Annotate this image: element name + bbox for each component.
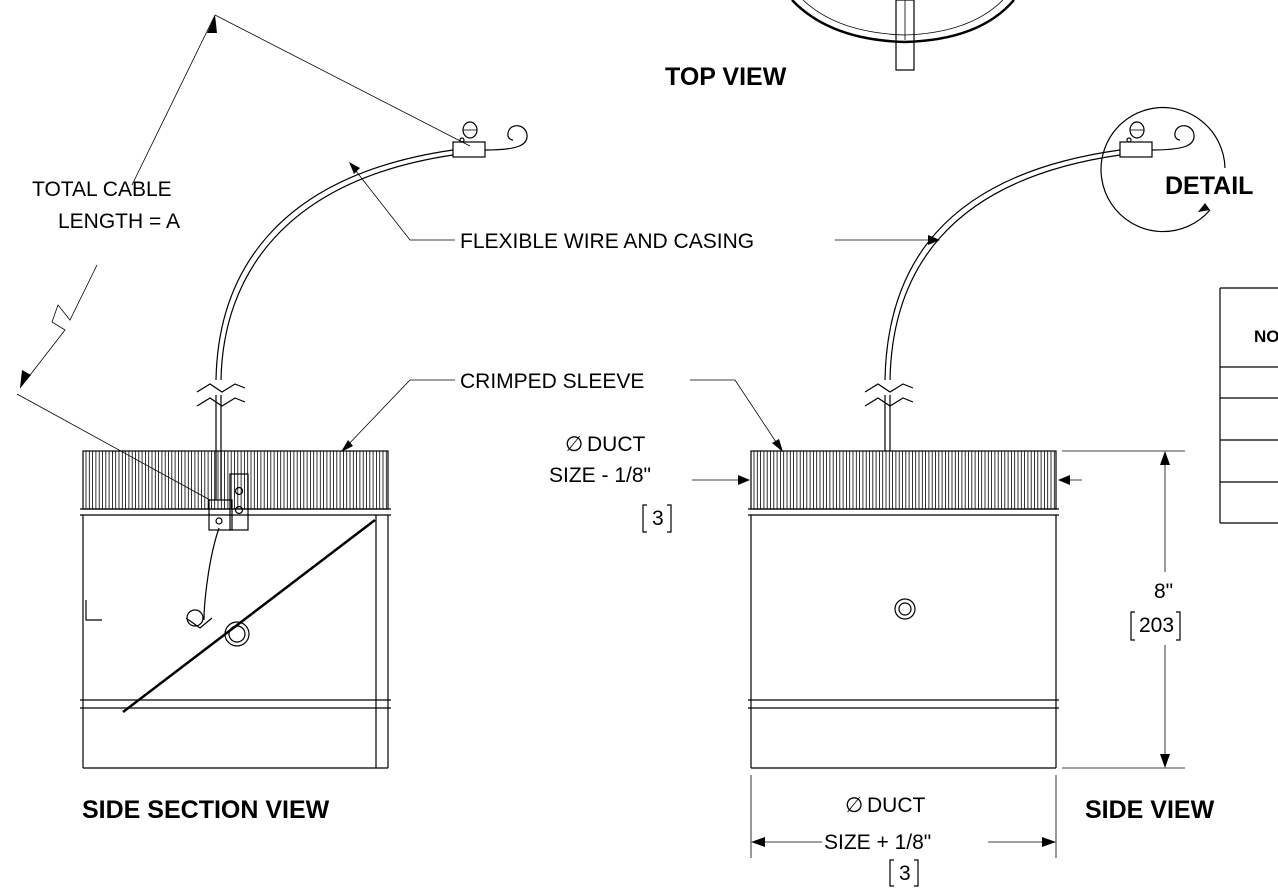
crimped-sleeve-label: CRIMPED SLEEVE xyxy=(460,370,644,393)
side-section-view-drawing xyxy=(16,14,528,769)
width-diameter-metric: 3 xyxy=(899,862,911,885)
sleeve-diameter-metric: 3 xyxy=(652,507,664,530)
total-cable-label-line1: TOTAL CABLE xyxy=(32,178,172,201)
parts-table xyxy=(1219,287,1278,524)
side-view-drawing xyxy=(692,106,1226,858)
detail-title: DETAIL xyxy=(1165,172,1253,200)
sleeve-diameter-line1: DUCT xyxy=(587,433,645,456)
side-view-title: SIDE VIEW xyxy=(1085,796,1215,824)
height-dimension-inches: 8" xyxy=(1154,580,1173,603)
sleeve-diameter-symbol: ∅ xyxy=(565,433,583,456)
side-section-view-title: SIDE SECTION VIEW xyxy=(82,796,330,824)
height-dimension-metric: 203 xyxy=(1139,614,1174,637)
width-diameter-line2: SIZE + 1/8" xyxy=(824,831,931,854)
sleeve-diameter-line2: SIZE - 1/8" xyxy=(549,464,651,487)
table-header-partial: NO xyxy=(1254,327,1278,346)
total-cable-label-line2: LENGTH = A xyxy=(58,210,180,233)
flexible-wire-label: FLEXIBLE WIRE AND CASING xyxy=(460,230,754,253)
width-diameter-line1: DUCT xyxy=(867,794,925,817)
top-view-title: TOP VIEW xyxy=(665,63,787,91)
width-diameter-symbol: ∅ xyxy=(845,794,863,817)
top-view-drawing xyxy=(791,0,1015,71)
